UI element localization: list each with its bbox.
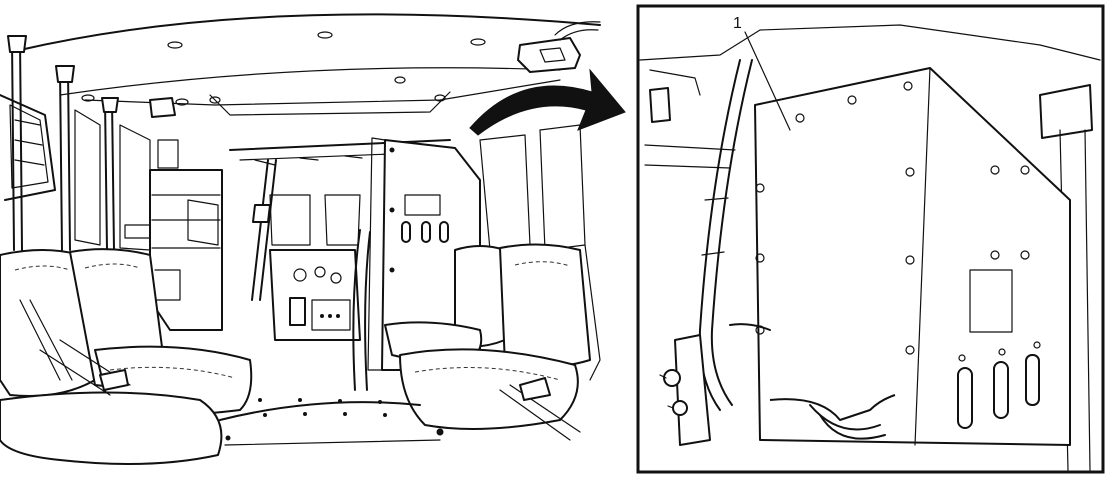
interior-overview-view: [0, 13, 626, 465]
left-side-window: [0, 94, 56, 201]
roof-fixture: [517, 21, 601, 73]
dashboard-console: [269, 249, 361, 341]
vent-slot-2: [993, 361, 1009, 419]
cabinet-housing: [754, 67, 1071, 446]
vent-slot-3: [1025, 354, 1040, 406]
equipment-rack: [149, 139, 223, 331]
housing-screws: [755, 81, 1041, 362]
right-side-window: [479, 124, 586, 251]
detail-background-structure: [639, 24, 1101, 471]
vent-slot-1: [957, 367, 973, 429]
detail-view: 1: [636, 4, 1105, 474]
connector-block: [659, 334, 711, 446]
identification-plate: [969, 269, 1013, 333]
dome-lamp: [149, 97, 176, 118]
callout-1: 1: [733, 15, 791, 131]
detail-pointer-arrow: [469, 68, 626, 136]
callout-1-label: 1: [733, 15, 742, 32]
right-seat-row: [384, 243, 601, 441]
cabin-floor: [219, 398, 444, 446]
left-seat-row: [0, 248, 253, 465]
seat-straps: [7, 35, 277, 301]
cable-harness: [698, 59, 896, 440]
callout-1-leader: [744, 31, 791, 131]
